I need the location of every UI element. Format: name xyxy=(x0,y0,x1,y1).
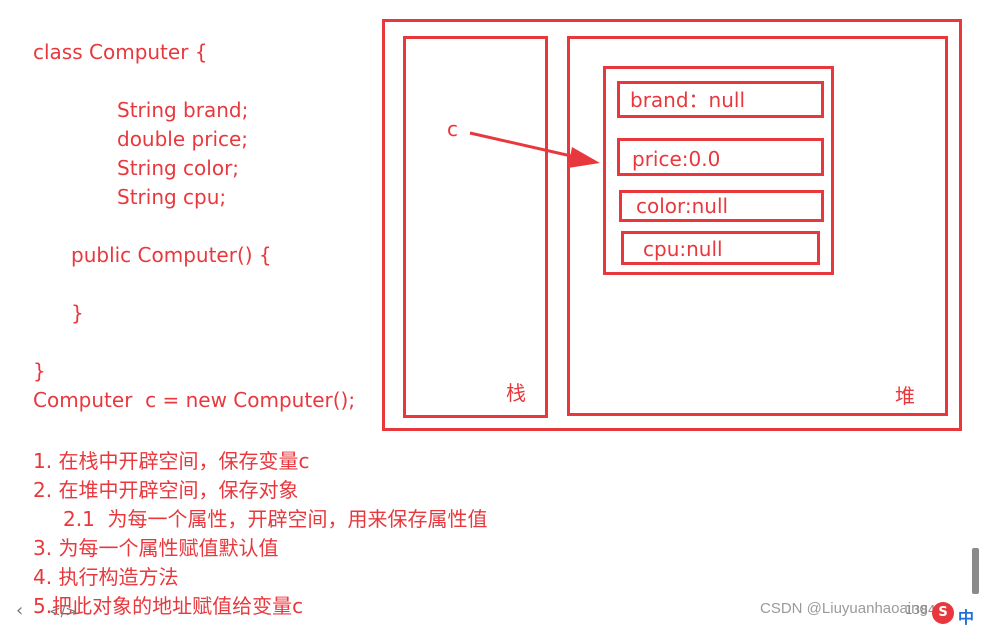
code-instantiation: Computer c = new Computer(); xyxy=(33,388,356,412)
code-class-close: } xyxy=(33,359,46,383)
stack-variable-c: c xyxy=(447,117,458,141)
stack-box xyxy=(403,36,548,418)
step-3: 3. 为每一个属性赋值默认值 xyxy=(33,536,279,560)
code-field-color: String color; xyxy=(117,156,240,180)
bottom-nav: ‹ </> xyxy=(16,600,77,621)
memory-frame xyxy=(382,19,962,431)
field-brand-value: brand：null xyxy=(630,88,746,112)
object-box xyxy=(603,66,834,275)
field-box-color xyxy=(619,190,824,222)
field-box-cpu xyxy=(621,231,820,265)
step-5: 5.把此对象的地址赋值给变量c xyxy=(33,594,304,618)
step-1: 1. 在栈中开辟空间，保存变量c xyxy=(33,449,310,473)
ime-counter: 1384 xyxy=(905,603,936,617)
code-constructor-close: } xyxy=(71,301,84,325)
heap-label: 堆 xyxy=(895,384,915,408)
field-color-value: color:null xyxy=(636,194,729,218)
code-field-price: double price; xyxy=(117,127,249,151)
ime-language-toggle[interactable]: 中 xyxy=(958,608,975,627)
step-2-1: 2.1 为每一个属性，开辟空间，用来保存属性值 xyxy=(63,507,488,531)
ime-logo-icon[interactable]: S xyxy=(932,602,954,624)
field-box-price xyxy=(617,138,824,176)
csdn-watermark: CSDN @Liuyuanhaoaing xyxy=(760,600,928,617)
chevron-left-icon[interactable]: ‹ xyxy=(16,600,24,621)
step-4: 4. 执行构造方法 xyxy=(33,565,179,589)
stack-label: 栈 xyxy=(506,381,526,405)
code-field-brand: String brand; xyxy=(117,98,249,122)
step-2: 2. 在堆中开辟空间，保存对象 xyxy=(33,478,299,502)
code-view-icon[interactable]: </> xyxy=(48,604,78,620)
field-box-brand xyxy=(617,81,824,118)
field-price-value: price:0.0 xyxy=(632,147,721,171)
code-class-header: class Computer { xyxy=(33,40,208,64)
vertical-scrollbar[interactable] xyxy=(972,548,979,594)
heap-box xyxy=(567,36,948,416)
field-cpu-value: cpu:null xyxy=(643,237,723,261)
code-constructor-header: public Computer() { xyxy=(71,243,272,267)
code-field-cpu: String cpu; xyxy=(117,185,227,209)
